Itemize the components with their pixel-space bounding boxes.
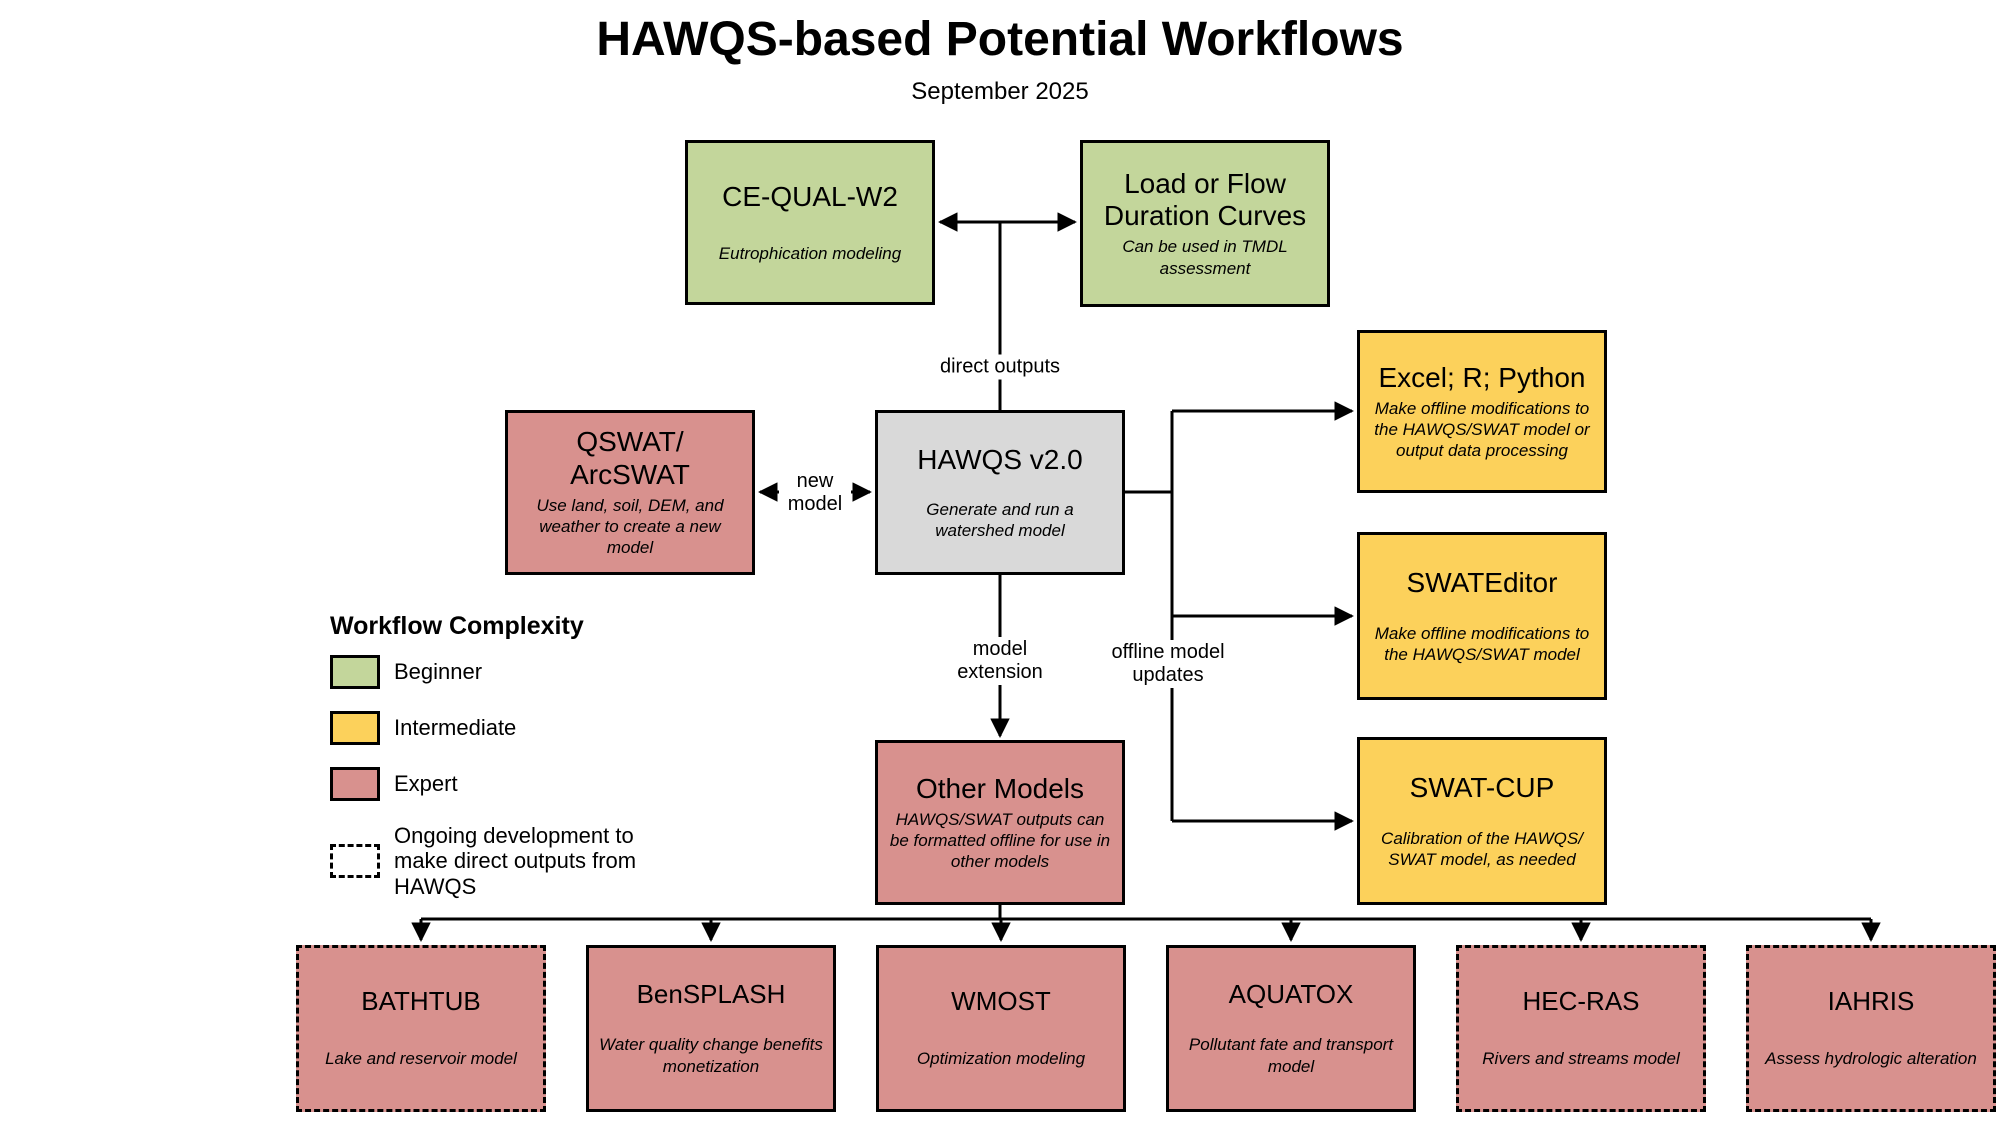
node-description: Can be used in TMDL assessment (1122, 237, 1288, 278)
edge-label-direct-outputs: direct outputs (936, 354, 1064, 380)
legend: Workflow Complexity Beginner Intermediat… (330, 612, 660, 899)
legend-item-ongoing-development: Ongoing development to make direct outpu… (330, 823, 660, 899)
node-qswat-arcswat: QSWAT/ ArcSWAT Use land, soil, DEM, and … (505, 410, 755, 575)
node-description: Use land, soil, DEM, and weather to crea… (536, 495, 724, 558)
node-title: BenSPLASH (636, 979, 786, 1010)
node-title: HAWQS v2.0 (917, 443, 1083, 475)
node-description: Rivers and streams model (1482, 1049, 1680, 1069)
node-description: Generate and run a watershed model (926, 499, 1074, 540)
node-wmost: WMOST Optimization modeling (876, 945, 1126, 1112)
legend-title: Workflow Complexity (330, 612, 584, 640)
page-title: HAWQS-based Potential Workflows (596, 13, 1404, 66)
node-load-flow-duration-curves: Load or Flow Duration Curves Can be used… (1080, 140, 1330, 307)
node-description: Calibration of the HAWQS/ SWAT model, as… (1381, 828, 1583, 869)
node-other-models: Other Models HAWQS/SWAT outputs can be f… (875, 740, 1125, 905)
node-title: WMOST (951, 986, 1051, 1017)
node-iahris: IAHRIS Assess hydrologic alteration (1746, 945, 1996, 1112)
legend-label: Ongoing development to make direct outpu… (394, 823, 637, 899)
node-swateditor: SWATEditor Make offline modifications to… (1357, 532, 1607, 700)
node-aquatox: AQUATOX Pollutant fate and transport mod… (1166, 945, 1416, 1112)
ongoing-development-swatch (330, 843, 380, 878)
beginner-color-swatch (330, 655, 380, 689)
node-title: SWATEditor (1406, 566, 1558, 598)
node-description: HAWQS/SWAT outputs can be formatted offl… (889, 809, 1111, 872)
node-excel-r-python: Excel; R; Python Make offline modificati… (1357, 330, 1607, 493)
node-title: Excel; R; Python (1378, 361, 1586, 393)
node-bensplash: BenSPLASH Water quality change benefits … (586, 945, 836, 1112)
node-description: Pollutant fate and transport model (1188, 1035, 1394, 1076)
node-description: Assess hydrologic alteration (1765, 1049, 1977, 1069)
node-swat-cup: SWAT-CUP Calibration of the HAWQS/ SWAT … (1357, 737, 1607, 905)
legend-item-expert: Expert (330, 767, 660, 801)
node-title: Load or Flow Duration Curves (1103, 168, 1307, 232)
node-ce-qual-w2: CE-QUAL-W2 Eutrophication modeling (685, 140, 935, 305)
node-title: BATHTUB (361, 986, 481, 1017)
legend-item-intermediate: Intermediate (330, 711, 660, 745)
legend-item-beginner: Beginner (330, 655, 660, 689)
node-title: QSWAT/ ArcSWAT (570, 426, 690, 490)
edge-label-offline-model-updates: offline model updates (1099, 640, 1237, 688)
node-title: CE-QUAL-W2 (722, 180, 898, 212)
node-title: Other Models (915, 772, 1085, 804)
node-description: Water quality change benefits monetizati… (599, 1035, 823, 1076)
node-description: Make offline modifications to the HAWQS/… (1374, 398, 1590, 461)
node-description: Eutrophication modeling (718, 243, 902, 263)
node-title: AQUATOX (1228, 979, 1354, 1010)
page-subtitle: September 2025 (911, 78, 1089, 105)
legend-label: Intermediate (394, 714, 517, 740)
node-hec-ras: HEC-RAS Rivers and streams model (1456, 945, 1706, 1112)
node-description: Make offline modifications to the HAWQS/… (1374, 623, 1590, 664)
node-title: IAHRIS (1827, 986, 1915, 1017)
legend-label: Beginner (394, 658, 483, 684)
node-bathtub: BATHTUB Lake and reservoir model (296, 945, 546, 1112)
node-hawqs-v2: HAWQS v2.0 Generate and run a watershed … (875, 410, 1125, 575)
edge-label-model-extension: model extension (947, 637, 1053, 685)
legend-label: Expert (394, 770, 458, 796)
node-title: SWAT-CUP (1409, 771, 1555, 803)
node-description: Lake and reservoir model (325, 1049, 517, 1069)
expert-color-swatch (330, 767, 380, 801)
intermediate-color-swatch (330, 711, 380, 745)
node-title: HEC-RAS (1522, 986, 1640, 1017)
node-description: Optimization modeling (916, 1049, 1086, 1069)
edge-label-new-model: new model (779, 469, 851, 517)
